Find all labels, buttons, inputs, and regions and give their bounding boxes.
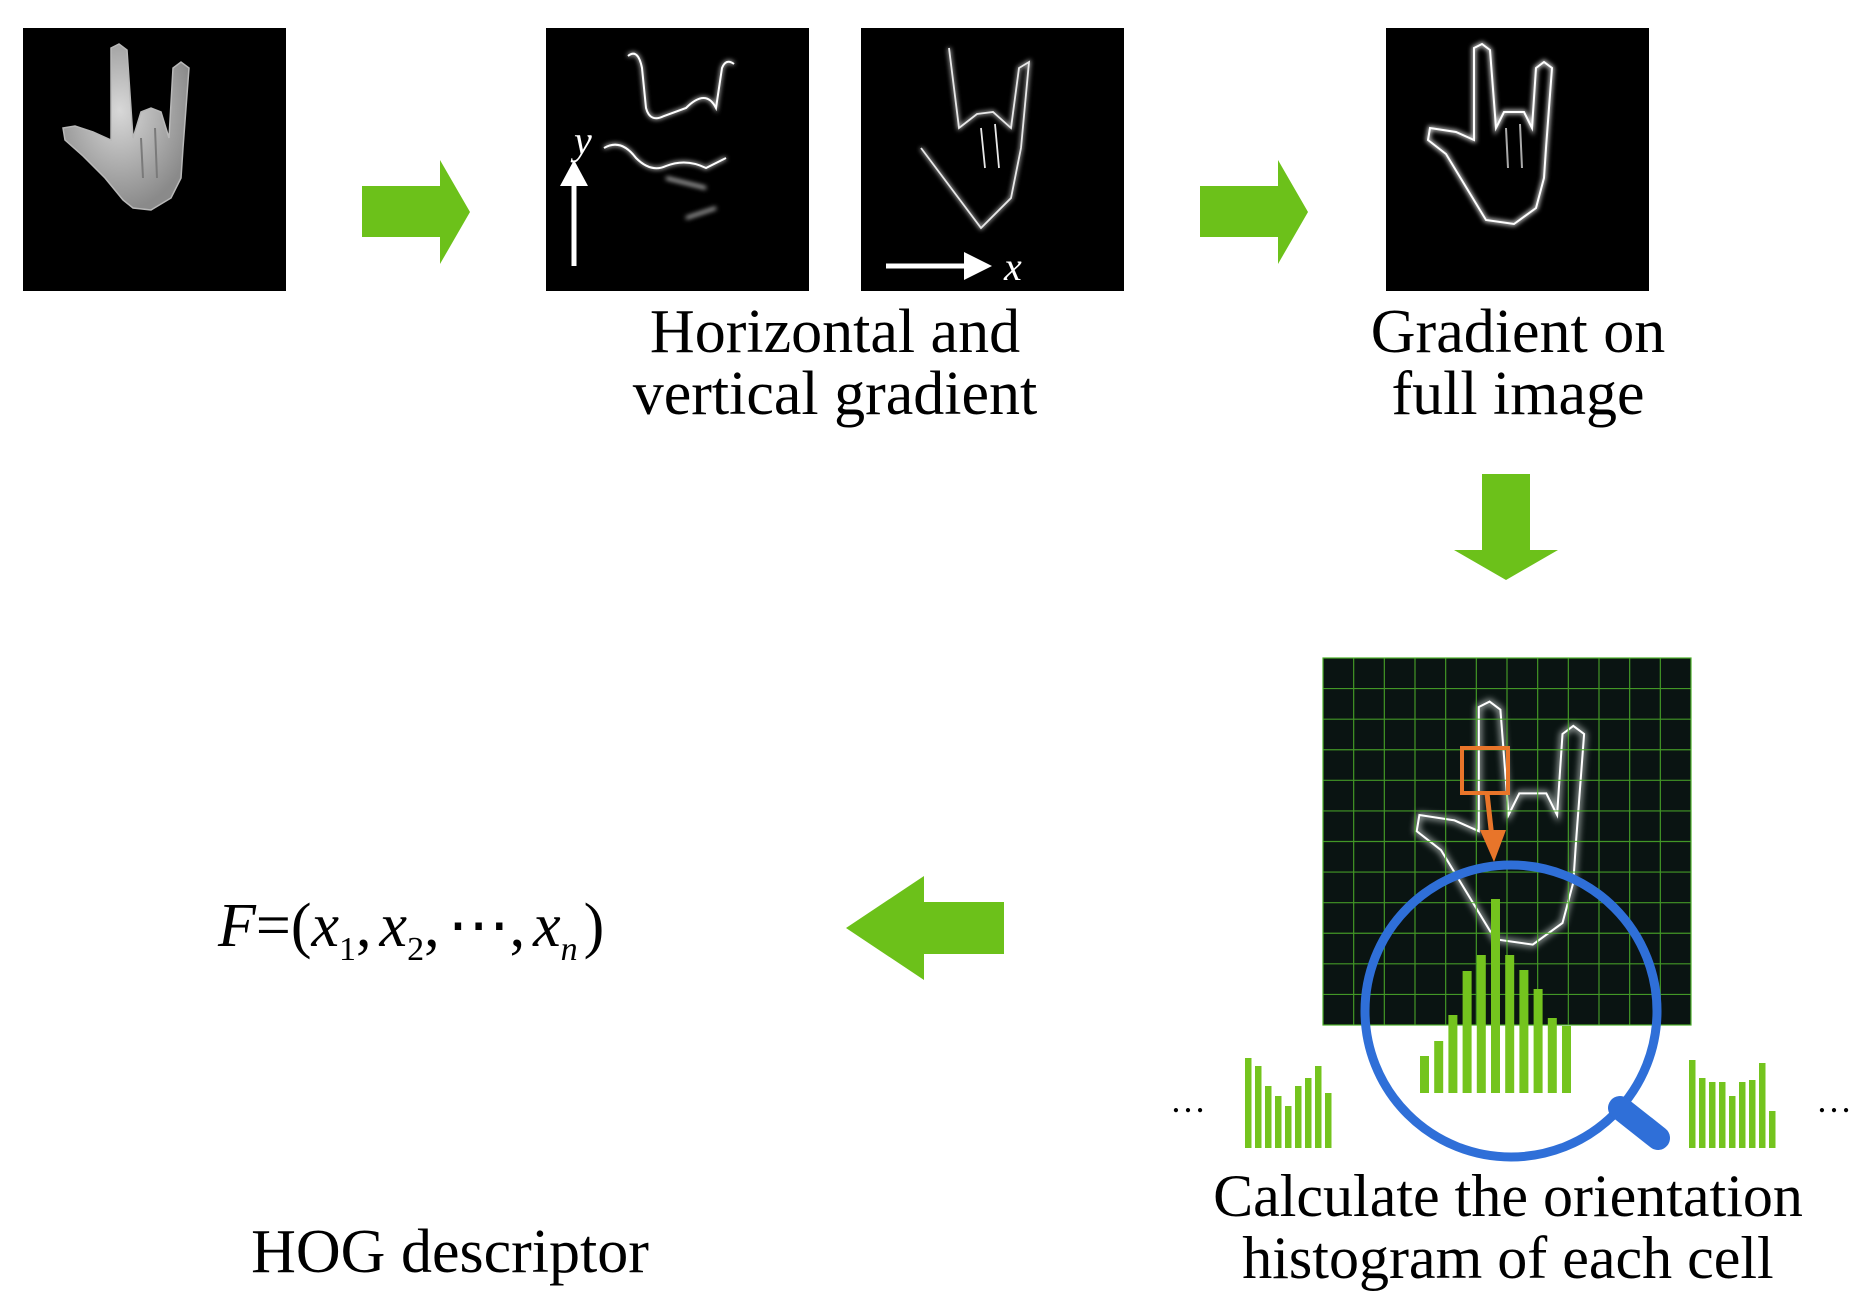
formula-sub-n: n: [561, 931, 578, 968]
left-histogram-bar: [1325, 1093, 1332, 1148]
left-histogram-bar: [1285, 1106, 1292, 1148]
right-histogram-bar: [1689, 1060, 1696, 1148]
left-histogram: [1245, 1058, 1332, 1148]
center-histogram-bar: [1420, 1056, 1429, 1093]
formula-comma-3: ,: [510, 892, 526, 960]
left-histogram-bar: [1275, 1096, 1282, 1148]
formula-comma-2: ,: [424, 892, 440, 960]
gradient-full-caption-line1: Gradient on: [1371, 298, 1665, 366]
right-histogram: [1689, 1060, 1776, 1148]
left-histogram-bar: [1245, 1058, 1252, 1148]
center-histogram-bar: [1462, 971, 1472, 1093]
right-histogram-bar: [1739, 1082, 1746, 1148]
hog-formula: F=(x1,x2,⋯,xn): [217, 892, 604, 968]
cell-arrow: [1480, 830, 1506, 862]
cell-grid-lines: [1323, 658, 1691, 1025]
svg-text:F=(x1,x2,⋯,xn): F=(x1,x2,⋯,xn): [217, 892, 604, 968]
right-histogram-bar: [1759, 1063, 1766, 1148]
full-gradient-panel: [1386, 28, 1649, 291]
flow-arrow-2: [1200, 160, 1308, 264]
x-axis-label: x: [1003, 244, 1022, 289]
vertical-gradient-panel: y: [546, 28, 809, 291]
left-histogram-bar: [1295, 1086, 1302, 1148]
y-axis-label: y: [570, 118, 592, 163]
gradient-xy-caption-line2: vertical gradient: [633, 360, 1038, 428]
formula-x2: x: [379, 892, 408, 960]
horizontal-gradient-panel: x: [861, 28, 1124, 291]
center-histogram-bar: [1562, 1026, 1571, 1093]
center-histogram-bar: [1491, 899, 1500, 1093]
flow-arrow-3: [1454, 474, 1558, 580]
left-histogram-bar: [1255, 1066, 1262, 1148]
magnifier-icon: [1360, 860, 1670, 1162]
formula-xn: x: [532, 892, 561, 960]
center-histogram-bar: [1547, 1018, 1557, 1093]
hog-descriptor-label: HOG descriptor: [251, 1218, 649, 1286]
formula-open-paren: (: [291, 892, 312, 960]
horizontal-gradient-bg: [861, 28, 1124, 291]
right-ellipsis: …: [1816, 1080, 1852, 1120]
center-histogram-bar: [1448, 1015, 1458, 1093]
formula-ellipsis: ⋯: [448, 892, 510, 960]
center-histogram-bar: [1519, 970, 1529, 1093]
gradient-full-caption-line2: full image: [1391, 360, 1644, 428]
formula-close-paren: ): [584, 892, 605, 960]
center-histogram-bar: [1476, 955, 1486, 1093]
left-histogram-bar: [1315, 1066, 1322, 1148]
formula-equals: =: [256, 892, 291, 960]
vertical-gradient-bg: [546, 28, 809, 291]
cell-grid-panel: [1245, 657, 1776, 1162]
left-histogram-bar: [1265, 1086, 1272, 1148]
left-ellipsis: …: [1170, 1080, 1206, 1120]
histogram-caption-line1: Calculate the orientation: [1213, 1163, 1803, 1229]
x-axis-arrow: [886, 252, 992, 280]
formula-sub-1: 1: [339, 931, 356, 968]
left-histogram-bar: [1305, 1078, 1312, 1148]
y-axis-arrow: [560, 160, 588, 266]
center-histogram: [1420, 899, 1571, 1093]
formula-comma-1: ,: [356, 892, 372, 960]
right-histogram-bar: [1729, 1096, 1736, 1148]
right-histogram-bar: [1709, 1082, 1716, 1148]
right-histogram-bar: [1719, 1082, 1726, 1148]
hand-image: [62, 43, 190, 211]
right-histogram-bar: [1749, 1080, 1756, 1148]
full-gradient-bg: [1386, 28, 1649, 291]
gradient-xy-caption-line1: Horizontal and: [650, 298, 1020, 366]
center-histogram-bar: [1505, 955, 1515, 1093]
histogram-caption-line2: histogram of each cell: [1242, 1225, 1773, 1291]
original-image-panel: [23, 28, 286, 291]
right-histogram-bar: [1769, 1111, 1776, 1148]
selected-cell-box: [1460, 746, 1510, 795]
center-histogram-bar: [1434, 1041, 1444, 1093]
flow-arrow-4: [846, 876, 1004, 980]
flow-arrow-1: [362, 160, 470, 264]
formula-lhs: F: [217, 892, 257, 960]
center-histogram-bar: [1533, 989, 1543, 1093]
formula-sub-2: 2: [407, 931, 424, 968]
formula-x1: x: [311, 892, 340, 960]
right-histogram-bar: [1699, 1078, 1706, 1148]
